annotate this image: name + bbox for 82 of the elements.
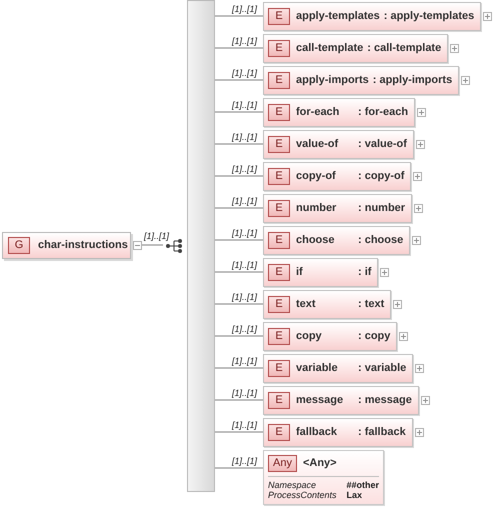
element-name: if	[296, 265, 304, 280]
element-type-badge: E	[268, 424, 290, 441]
element-type: : number	[358, 201, 406, 216]
cardinality-label: [1]..[1]	[232, 100, 258, 110]
cardinality-label: [1]..[1]	[232, 196, 258, 206]
element-type-badge: E	[268, 328, 290, 345]
cardinality-label: [1]..[1]	[144, 231, 170, 241]
cardinality-label: [1]..[1]	[232, 456, 258, 466]
element-type-badge: E	[268, 8, 290, 25]
cardinality-label: [1]..[1]	[232, 164, 258, 174]
element-box	[263, 226, 410, 255]
cardinality-label: [1]..[1]	[232, 356, 258, 366]
element-type-badge: E	[268, 296, 290, 313]
element-name: value-of	[296, 137, 340, 152]
cardinality-label: [1]..[1]	[232, 228, 258, 238]
element-name: message	[296, 393, 344, 408]
property-value: ##other	[346, 480, 380, 490]
element-type-badge: E	[268, 200, 290, 217]
element-box	[263, 2, 482, 31]
element-type: : value-of	[358, 137, 407, 152]
element-type: : for-each	[358, 105, 408, 120]
property-name: ProcessContents	[268, 490, 337, 500]
element-name: choose	[296, 233, 336, 248]
element-type: : copy	[358, 329, 390, 344]
element-type: : choose	[358, 233, 404, 248]
element-type-badge: E	[268, 232, 290, 249]
element-type: : call-template	[367, 41, 442, 56]
property-name: Namespace	[268, 480, 318, 490]
element-type-badge: E	[268, 136, 290, 153]
element-box	[263, 66, 460, 95]
cardinality-label: [1]..[1]	[232, 388, 258, 398]
cardinality-label: [1]..[1]	[232, 292, 258, 302]
cardinality-label: [1]..[1]	[232, 4, 258, 14]
property-value: Lax	[346, 490, 364, 500]
element-type-badge: E	[268, 40, 290, 57]
element-name: apply-imports	[296, 73, 369, 88]
any-element-name: <Any>	[302, 456, 337, 472]
element-box	[263, 98, 416, 127]
cardinality-label: [1]..[1]	[232, 420, 258, 430]
group-box	[2, 232, 131, 259]
element-type-badge: Any	[268, 455, 297, 472]
element-type-badge: E	[268, 168, 290, 185]
element-type: : text	[358, 297, 384, 312]
element-type-badge: E	[268, 392, 290, 409]
element-type: : fallback	[358, 425, 406, 440]
element-type: : if	[358, 265, 372, 280]
element-name: apply-templates	[296, 9, 380, 24]
element-name: number	[296, 201, 338, 216]
element-box	[263, 130, 414, 159]
element-type-badge: G	[8, 237, 30, 254]
element-name: variable	[296, 361, 339, 376]
element-name: copy	[296, 329, 323, 344]
cardinality-label: [1]..[1]	[232, 36, 258, 46]
cardinality-label: [1]..[1]	[232, 260, 258, 270]
element-box	[263, 258, 378, 287]
element-box	[263, 322, 398, 351]
element-name: call-template	[296, 41, 364, 56]
cardinality-label: [1]..[1]	[232, 132, 258, 142]
element-name: text	[296, 297, 317, 312]
element-box	[263, 290, 392, 319]
element-box	[263, 386, 419, 415]
element-type-badge: E	[268, 104, 290, 121]
element-type: : copy-of	[358, 169, 404, 184]
element-box	[263, 418, 413, 447]
element-type-badge: E	[268, 360, 290, 377]
cardinality-label: [1]..[1]	[232, 68, 258, 78]
cardinality-label: [1]..[1]	[232, 324, 258, 334]
element-type-badge: E	[268, 264, 290, 281]
element-name: for-each	[296, 105, 340, 120]
element-type: : apply-imports	[372, 73, 452, 88]
element-type: : variable	[358, 361, 406, 376]
element-type-badge: E	[268, 72, 290, 89]
element-box	[263, 354, 414, 383]
group-name: char-instructions	[38, 238, 128, 254]
element-type: : apply-templates	[384, 9, 474, 24]
element-type: : message	[358, 393, 412, 408]
element-name: fallback	[296, 425, 338, 440]
element-box	[263, 194, 412, 223]
any-element-box	[263, 450, 384, 505]
element-box	[263, 34, 448, 63]
element-box	[263, 162, 412, 191]
element-name: copy-of	[296, 169, 337, 184]
